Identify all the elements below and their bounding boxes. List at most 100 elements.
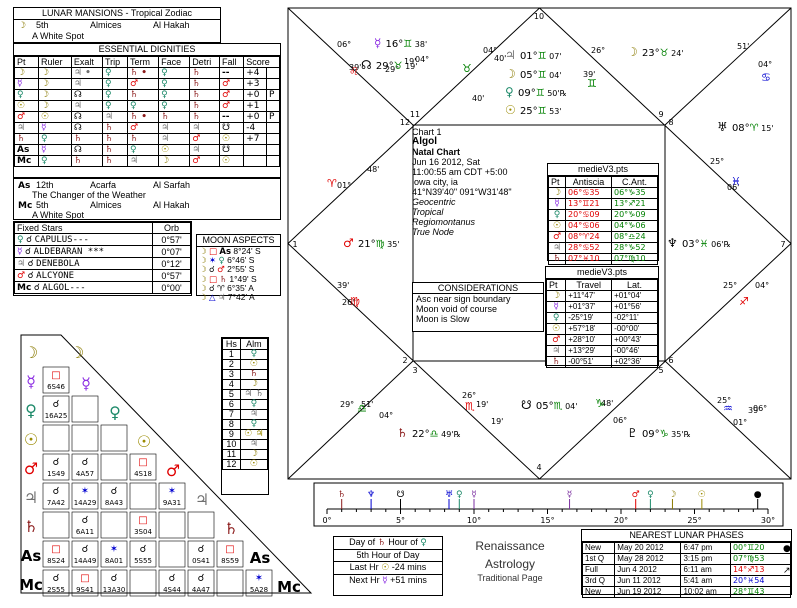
chart-node: True Node <box>412 227 454 237</box>
antiscia-cell: 04°♋06 <box>565 220 612 232</box>
aspect-orb: 16A25 <box>45 412 68 420</box>
dignity-cell: ☊ <box>70 89 103 101</box>
header-cell: Pt <box>547 176 567 188</box>
house-number: 11 <box>410 110 420 119</box>
grid-cell <box>71 395 99 423</box>
aspect-icon: △ <box>209 293 216 304</box>
planet-position: ♃ 01°♊ 07' <box>505 48 562 62</box>
alm-header: Alm <box>239 338 269 350</box>
planet-cell: ♃ <box>547 242 567 254</box>
planet-glyph: ☿ <box>26 372 36 391</box>
planet-glyph: ♄ <box>224 519 238 538</box>
dignity-cell: ♀ <box>101 89 129 101</box>
hs-header: Hs <box>222 338 241 350</box>
aspect-icon: ☌ <box>53 573 60 584</box>
sign-icon: ♍ <box>350 295 360 308</box>
planet-glyph: ♀ <box>456 490 463 500</box>
grid-cell <box>71 453 99 481</box>
planet-glyph: ♃ <box>24 488 38 507</box>
header-cell: Fall <box>219 56 245 68</box>
midheaven-icon: Mc <box>18 201 33 211</box>
header-cell: Lat. <box>611 279 658 291</box>
grid-cell <box>187 540 215 568</box>
dignity-cell: ♄ <box>189 67 221 79</box>
house-number: 10 <box>222 439 241 450</box>
house-number: 11 <box>222 449 241 460</box>
planet-glyph: ♃ <box>217 293 226 304</box>
aspect-orb: 1S49 <box>47 470 65 478</box>
conjunction-icon: ☌ <box>25 247 32 257</box>
cusp-label: 01° <box>733 418 747 427</box>
aspect-icon: ☌ <box>209 283 215 294</box>
dignity-cell: ♄ <box>189 78 221 90</box>
contra-antiscia-cell: 08°♎24 <box>611 231 658 243</box>
dignity-cell <box>266 67 281 79</box>
house-row: 10♃ <box>222 439 269 450</box>
dignity-cell: ♀ <box>158 67 191 79</box>
star-name: ALDEBARAN *** <box>33 247 105 257</box>
moon-aspect-row: ☽ ☌ ♂ 2°55' S <box>197 265 280 276</box>
considerations-title: CONSIDERATIONS <box>413 283 543 294</box>
cusp-label: 04° <box>415 55 429 64</box>
dignity-cell: ♃ <box>127 155 160 167</box>
aspect-icon: ☌ <box>111 486 118 497</box>
ascendant-icon: As <box>18 181 31 191</box>
grid-cell <box>129 511 157 539</box>
lunar-mansions-asc-panel: As 12th Acarfa Al Sarfah The Changer of … <box>13 178 281 220</box>
aspect-orb: 6°35' <box>227 282 247 293</box>
dignity-cell: ♂ <box>189 133 221 145</box>
dignity-cell: ♄ <box>189 100 221 112</box>
planet-cell: ♄ <box>547 253 567 265</box>
sign-icon: ♐ <box>739 295 749 308</box>
planet-cell: ♀ <box>14 89 39 101</box>
planet-glyph: Mc <box>277 578 301 596</box>
planet-glyph: As <box>250 549 271 567</box>
chart-line <box>287 360 414 480</box>
lunar-mansions-panel: LUNAR MANSIONS - Tropical Zodiac ☽ 5th A… <box>13 7 221 43</box>
travel-cell: -00°51' <box>565 356 613 368</box>
dignity-cell: ♂ <box>127 78 160 90</box>
dignity-cell: ♂ <box>189 155 221 167</box>
moon-aspect-row: ☽ △ ♃ 7°42' A <box>197 293 280 304</box>
aspect-orb: 8S24 <box>47 557 65 565</box>
mansion-num: 12th <box>36 180 54 190</box>
dignity-cell: ♄ <box>101 133 129 145</box>
phase-position: 07°♍53 <box>729 553 792 565</box>
dignity-row: ☿☽♃♀♂♀♄♂+3 <box>14 78 281 90</box>
natal-chart: 12345678910111206°39'29°19'04°40'26°39'5… <box>287 7 792 480</box>
planet-glyph: ☿ <box>471 490 477 500</box>
phase-date: Jun 4 2012 <box>614 564 682 576</box>
cusp-label: 51' <box>361 400 373 409</box>
aspect-icon: ☌ <box>209 265 215 276</box>
planet-cell: ☽ <box>547 187 567 199</box>
cusp-label: 26° <box>591 46 605 55</box>
phase-name: New <box>581 542 616 554</box>
phase-time: 6:11 am <box>680 564 731 576</box>
latitude-cell: -00°00' <box>611 323 658 335</box>
header-cell: C.Ant. <box>611 176 658 188</box>
dignity-cell: ♀ <box>127 100 160 112</box>
houses-almuten-panel: Hs Alm 1♀2☉3♄4☽5♃ ♄6♀7♃8♀9☉ ♃10♃11☽12☉ <box>221 337 269 495</box>
grid-cell <box>100 453 128 481</box>
grid-cell <box>42 395 70 423</box>
travel-row: ☽+11°47'+01°04' <box>545 290 658 302</box>
last-hour-label: Last Hr <box>349 562 379 572</box>
phase-name: New <box>581 586 616 598</box>
aspect-orb: 0S41 <box>192 557 210 565</box>
dignity-cell <box>266 133 281 145</box>
header-cell: Pt <box>14 56 39 68</box>
planet-glyph: Mc <box>19 576 43 594</box>
planet-cell: ☉ <box>14 100 39 112</box>
aspect-orb: 6S46 <box>47 383 65 391</box>
antiscia-file: medieV3.pts <box>548 164 658 176</box>
scale-label: 15° <box>540 516 554 525</box>
chart-number: Chart 1 <box>412 127 442 137</box>
grid-cell <box>158 540 186 568</box>
travel-row: ☿+01°37'+01°56' <box>545 301 658 313</box>
dignity-row: ☉☽♃♀♀♀♄♂+1 <box>14 100 281 112</box>
aspect-orb: 5A28 <box>250 586 268 594</box>
sign-icon: ♊ <box>587 77 597 90</box>
scale-label: 20° <box>614 516 628 525</box>
